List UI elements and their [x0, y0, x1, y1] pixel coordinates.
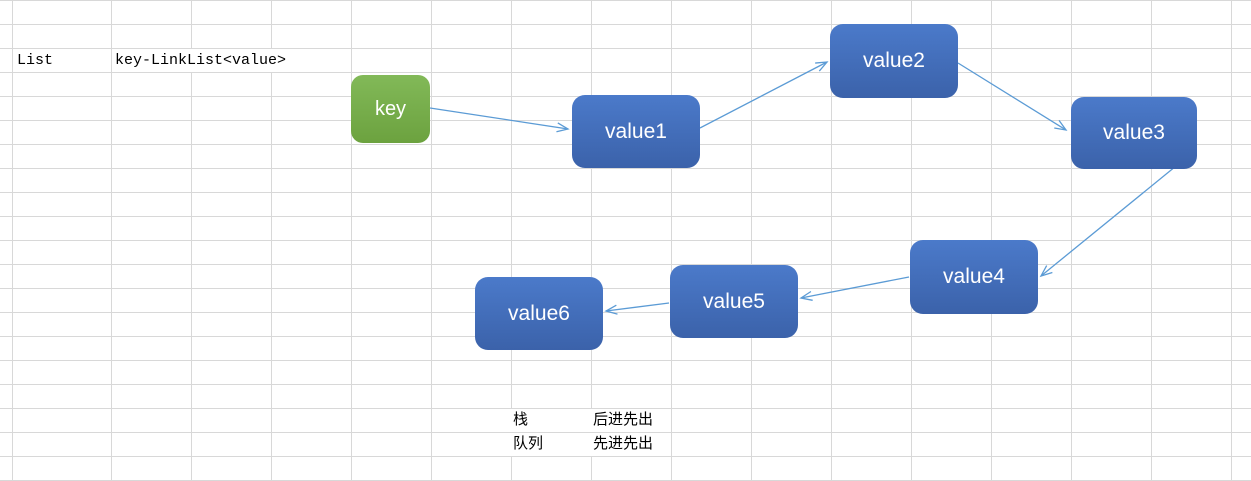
node-value3[interactable]: value3 — [1071, 97, 1197, 169]
edge-value4-value5[interactable] — [799, 276, 910, 301]
cell-linklist-label[interactable]: key-LinkList<value> — [113, 49, 289, 72]
edge-value5-value6[interactable] — [604, 302, 670, 315]
node-value6[interactable]: value6 — [475, 277, 603, 350]
edge-value1-value2[interactable] — [699, 61, 829, 129]
node-key-label: key — [374, 97, 407, 120]
node-value4[interactable]: value4 — [910, 240, 1038, 314]
node-value1[interactable]: value1 — [572, 95, 700, 168]
node-value2[interactable]: value2 — [830, 24, 958, 98]
cell-list-label[interactable]: List — [15, 49, 56, 72]
node-value5[interactable]: value5 — [670, 265, 798, 338]
edge-value3-value4[interactable] — [1039, 152, 1193, 278]
cell-stack-label[interactable]: 栈 — [511, 409, 531, 432]
node-key[interactable]: key — [351, 75, 430, 143]
edge-value2-value3[interactable] — [957, 62, 1068, 131]
node-value5-label: value5 — [703, 289, 765, 313]
cell-queue-rule[interactable]: 先进先出 — [591, 433, 656, 456]
node-value1-label: value1 — [605, 119, 667, 143]
edge-key-value1[interactable] — [429, 107, 570, 133]
node-value3-label: value3 — [1103, 121, 1165, 144]
node-value4-label: value4 — [943, 265, 1005, 288]
node-value6-label: value6 — [508, 301, 570, 325]
node-value2-label: value2 — [863, 49, 925, 72]
cell-queue-label[interactable]: 队列 — [511, 433, 546, 456]
cell-stack-rule[interactable]: 后进先出 — [591, 409, 656, 432]
